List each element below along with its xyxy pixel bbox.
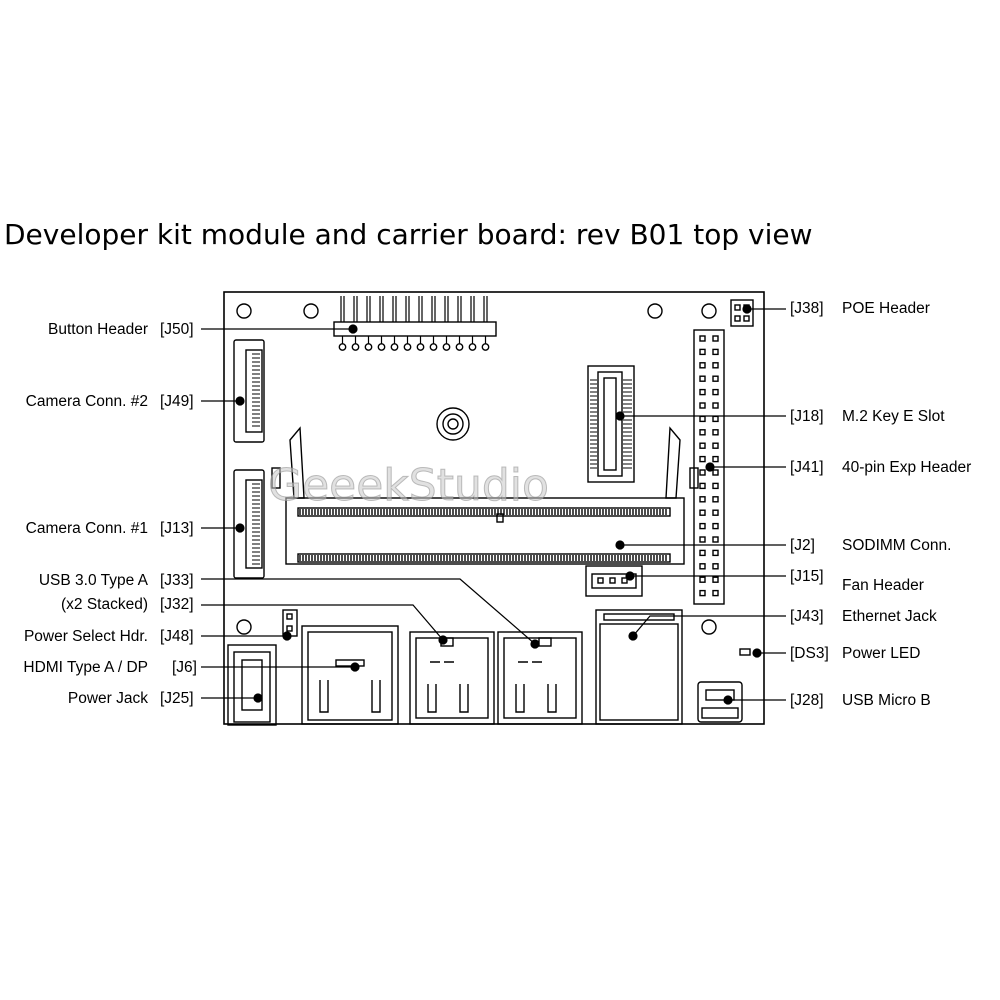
ref-j50: [J50] [160,321,194,338]
button-header-j50 [333,296,497,351]
label-camera-2: Camera Conn. #2 [26,393,148,410]
ref-ds3: [DS3] [790,645,829,662]
sodimm-connector [271,426,699,565]
ref-j33: [J33] [160,572,194,589]
ref-j18: [J18] [790,408,824,425]
diagram-title: Developer kit module and carrier board: … [4,218,813,251]
ref-j13: [J13] [160,520,194,537]
poe-header [730,299,754,327]
label-40pin: 40-pin Exp Header [842,459,971,476]
usb3-port-2 [497,631,583,725]
label-power-led: Power LED [842,645,920,662]
label-button-header: Button Header [48,321,148,338]
ref-j25: [J25] [160,690,194,707]
label-camera-1: Camera Conn. #1 [26,520,148,537]
label-poe-header: POE Header [842,300,930,317]
ref-j6: [J6] [172,659,197,676]
ref-j32: [J32] [160,596,194,613]
ethernet-jack [595,609,683,725]
camera-connector-2 [233,339,265,443]
power-led [739,648,751,656]
watermark: GeeekStudio [268,460,549,511]
label-ethernet: Ethernet Jack [842,608,937,625]
usb3-port-1 [409,631,495,725]
m2-slot [587,365,635,483]
camera-connector-1 [233,469,265,579]
hdmi-port [301,625,399,725]
fan-header [585,565,643,597]
ref-j28: [J28] [790,692,824,709]
ref-j43: [J43] [790,608,824,625]
label-usb-micro: USB Micro B [842,692,931,709]
mounting-holes [236,303,717,635]
label-fan-header: Fan Header [842,577,924,594]
label-sodimm: SODIMM Conn. [842,537,951,554]
ref-j48: [J48] [160,628,194,645]
label-power-select: Power Select Hdr. [24,628,148,645]
ref-j49: [J49] [160,393,194,410]
power-jack [227,644,277,726]
label-usb3-stacked: (x2 Stacked) [61,596,148,613]
ref-j41: [J41] [790,459,824,476]
usb-micro-b [697,681,743,723]
label-usb3: USB 3.0 Type A [39,572,149,589]
power-select-header [282,609,298,637]
right-labels: [J38] POE Header [J18] M.2 Key E Slot [J… [790,300,971,709]
ref-j38: [J38] [790,300,824,317]
left-labels: Button Header [J50] Camera Conn. #2 [J49… [23,321,197,707]
label-power-jack: Power Jack [68,690,148,707]
label-hdmi: HDMI Type A / DP [23,659,148,676]
label-m2-slot: M.2 Key E Slot [842,408,945,425]
leader-lines-right [615,304,786,705]
leader-lines-left [201,324,540,703]
ref-j15: [J15] [790,568,824,585]
ref-j2: [J2] [790,537,815,554]
